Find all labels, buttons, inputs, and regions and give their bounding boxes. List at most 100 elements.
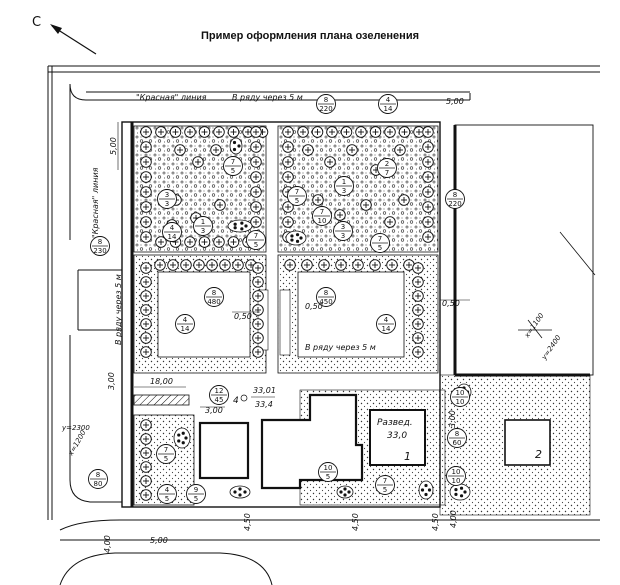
building-1-label: 1	[404, 450, 411, 463]
tree-icon	[340, 126, 353, 138]
callout-bottom: 5	[378, 244, 382, 252]
shrub-cluster	[173, 427, 191, 449]
tree-icon	[140, 419, 152, 431]
building-2-label: 2	[535, 448, 542, 461]
callout-bottom: 480	[207, 298, 220, 306]
planting-callout: 414	[175, 314, 195, 334]
tree-icon	[422, 126, 434, 138]
tree-icon	[250, 126, 262, 138]
callout-top: 10	[324, 464, 333, 472]
callout-top: 9	[194, 486, 198, 494]
callout-bottom: 7	[385, 169, 389, 177]
tree-icon	[284, 259, 296, 271]
tree-icon	[369, 126, 382, 138]
tree-icon	[192, 156, 204, 168]
razved-label: Развед.	[377, 418, 413, 428]
tree-icon	[250, 201, 262, 213]
tree-icon	[386, 259, 398, 271]
svg-text:y=2400: y=2400	[540, 333, 563, 362]
callout-top: 8	[96, 471, 100, 479]
dimension-label: 3,00	[107, 372, 116, 390]
tree-icon	[250, 216, 262, 228]
tree-icon	[311, 126, 324, 138]
tree-icon	[422, 201, 434, 213]
tree-icon	[403, 259, 415, 271]
callout-top: 7	[320, 208, 324, 216]
tree-icon	[140, 332, 152, 344]
tree-icon	[412, 304, 424, 316]
tree-icon	[312, 194, 324, 206]
shrub-cluster	[336, 485, 354, 499]
callout-bottom: 3	[342, 187, 346, 195]
planting-callout: 27	[377, 158, 397, 178]
hedge	[133, 394, 190, 406]
planting-callout: 75	[287, 186, 307, 206]
callout-bottom: 5	[194, 495, 198, 503]
tree-icon	[302, 144, 314, 156]
planting-callout: 414	[378, 94, 398, 114]
tree-icon	[250, 156, 262, 168]
tree-icon	[324, 156, 336, 168]
tree-icon	[355, 126, 367, 138]
plan-title: Пример оформления плана озеленения	[200, 30, 420, 42]
callout-bottom: 14	[382, 325, 391, 333]
callout-bottom: 60	[453, 439, 462, 447]
callout-top: 4	[165, 486, 170, 494]
tree-icon	[346, 144, 358, 156]
callout-bottom: 45	[215, 396, 224, 404]
tree-icon	[140, 201, 152, 213]
callout-top: 8	[98, 238, 102, 246]
tree-icon	[384, 126, 396, 138]
tree-icon	[384, 216, 396, 228]
callout-bottom: 230	[93, 247, 106, 255]
tree-icon	[282, 156, 294, 168]
planting-callout: 75	[375, 475, 395, 495]
tree-icon	[352, 259, 364, 271]
tree-icon	[398, 126, 411, 138]
tree-icon	[412, 290, 424, 302]
callout-bottom: 3	[165, 200, 169, 208]
tree-icon	[282, 126, 294, 138]
street-frame	[47, 65, 600, 585]
callout-top: 1	[201, 218, 205, 226]
tree-icon	[301, 259, 313, 271]
tree-icon	[167, 259, 179, 271]
tree-icon	[334, 209, 346, 221]
callout-top: 7	[164, 446, 168, 454]
planting-callout: 414	[376, 314, 396, 334]
callout-top: 8	[324, 289, 328, 297]
tree-icon	[210, 144, 222, 156]
planting-callout: 33	[157, 189, 177, 209]
tree-icon	[169, 126, 182, 138]
callout-top: 8	[324, 96, 328, 104]
tree-icon	[282, 201, 294, 213]
callout-top: 12	[215, 387, 224, 395]
tree-icon	[250, 141, 262, 153]
tree-icon	[412, 332, 424, 344]
dimension-label: 4,00	[449, 510, 458, 528]
dimension-label: 18,00	[150, 377, 173, 386]
tree-icon	[140, 186, 152, 198]
callout-bottom: 5	[165, 495, 169, 503]
callout-top: 1	[342, 178, 346, 186]
planting-callout: 414	[162, 222, 182, 242]
callout-bottom: 14	[384, 105, 393, 113]
elevation-marker: 4 33,01 33,4	[233, 386, 276, 409]
callout-top: 4	[183, 316, 188, 324]
north-arrow-icon: С	[32, 15, 97, 55]
tree-icon	[198, 236, 211, 248]
tree-icon	[252, 304, 264, 316]
tree-icon	[140, 489, 152, 501]
planting-callout: 860	[447, 428, 467, 448]
tree-icon	[155, 126, 167, 138]
dimension-label: 4,50	[351, 513, 360, 531]
tree-icon	[140, 304, 152, 316]
tree-icon	[252, 262, 264, 274]
